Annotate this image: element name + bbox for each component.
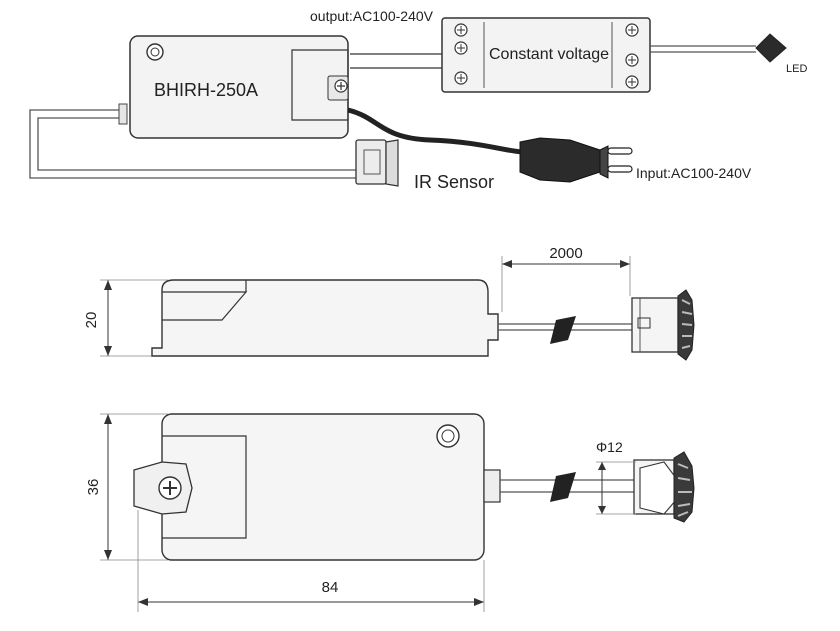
top-view: 36 Φ12 84 — [85, 413, 695, 612]
top-cable-tie-icon — [550, 472, 576, 502]
model-label: BHIRH-250A — [154, 80, 258, 100]
wiring-illustration: BHIRH-250A Constant voltage LED output:A… — [29, 8, 807, 192]
cable-length-dimension: 2000 — [549, 245, 582, 262]
input-label: Input:AC100-240V — [636, 165, 752, 181]
mounting-hole-icon — [146, 43, 164, 61]
cable-grommet — [118, 103, 128, 125]
driver-body — [441, 17, 651, 93]
height-dimension: 20 — [83, 312, 100, 329]
plug-icon — [519, 137, 601, 183]
length-dimension: 84 — [322, 579, 339, 596]
side-body — [151, 279, 499, 357]
sensor-cable-inner — [37, 117, 356, 171]
top-mounting-hole-icon — [436, 424, 460, 448]
ir-sensor-label: IR Sensor — [414, 172, 494, 192]
plug-pin-icon — [607, 165, 633, 173]
led-label: LED — [786, 63, 807, 75]
output-label: output:AC100-240V — [310, 8, 434, 24]
led-icon — [755, 33, 787, 63]
ir-sensor-head — [355, 139, 387, 185]
cable-tie-icon — [550, 316, 576, 344]
plug-pin-icon — [607, 147, 633, 155]
sensor-diameter-dimension: Φ12 — [596, 439, 623, 455]
power-cable — [347, 107, 523, 155]
side-sensor-housing — [631, 297, 679, 353]
controller-terminal-cover — [291, 49, 349, 121]
constant-voltage-label: Constant voltage — [489, 46, 609, 63]
side-view: 20 2000 — [83, 245, 695, 361]
top-sensor-lens — [673, 451, 695, 523]
width-dimension: 36 — [85, 479, 102, 496]
